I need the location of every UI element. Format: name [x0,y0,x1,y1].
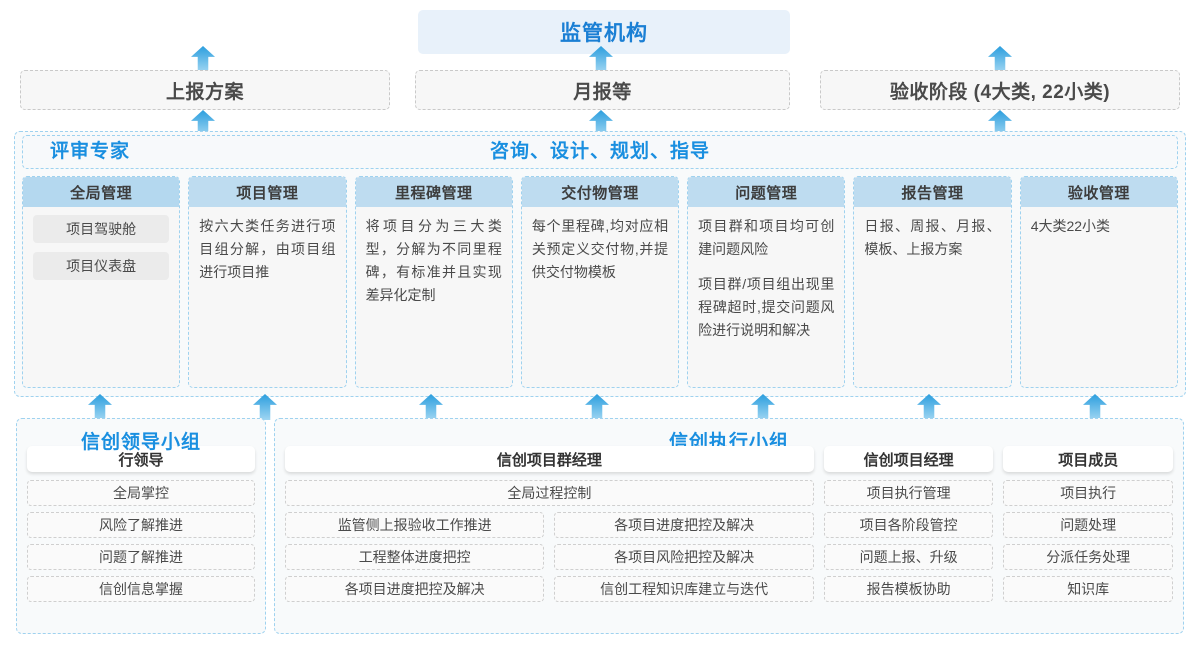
task-item[interactable]: 知识库 [1003,576,1173,602]
column-paragraph: 日报、周报、月报、模板、上报方案 [864,218,1001,257]
column-paragraph: 项目群和项目均可创建问题风险 [698,218,835,257]
column-paragraph: 按六大类任务进行项目组分解，由项目组进行项目推 [199,218,336,280]
column-header: 报告管理 [854,177,1011,207]
project-manager-column: 信创项目经理 项目执行管理 项目各阶段管控 问题上报、升级 报告模板协助 [823,446,994,608]
role-card-project-manager[interactable]: 信创项目经理 [823,446,994,472]
task-item[interactable]: 项目执行管理 [823,480,994,506]
arrow-up-to-column-6 [917,394,941,420]
task-item[interactable]: 各项目风险把控及解决 [554,544,814,570]
column-issue-management[interactable]: 问题管理 项目群和项目均可创建问题风险 项目群/项目组出现里程碑超时,提交问题风… [687,176,846,388]
column-header: 全局管理 [23,177,180,207]
arrow-up-to-column-4 [585,394,609,420]
column-header: 问题管理 [688,177,845,207]
column-body: 4大类22小类 [1021,207,1177,387]
project-members-column: 项目成员 项目执行 问题处理 分派任务处理 知识库 [1003,446,1173,608]
column-project-management[interactable]: 项目管理 按六大类任务进行项目组分解，由项目组进行项目推 [188,176,347,388]
column-header: 验收管理 [1020,177,1177,207]
column-header: 里程碑管理 [355,177,512,207]
review-experts-label: 评审专家 [50,141,131,162]
arrow-up-to-regulator-1 [191,46,215,72]
arrow-up-to-column-7 [1083,394,1107,420]
program-manager-right-tasks: 各项目进度把控及解决 各项目风险把控及解决 信创工程知识库建立与迭代 [554,512,814,608]
leading-group-title: 信创领导小组 [80,432,201,453]
role-card-project-member[interactable]: 项目成员 [1003,446,1173,472]
task-item[interactable]: 报告模板协助 [823,576,994,602]
task-item[interactable]: 全局掌控 [27,480,255,506]
report-box-monthly: 月报等 [415,70,790,110]
task-item[interactable]: 问题处理 [1003,512,1173,538]
leading-group-panel: 信创领导小组 行领导 全局掌控 风险了解推进 问题了解推进 信创信息掌握 [16,418,266,634]
task-item[interactable]: 分派任务处理 [1003,544,1173,570]
column-header: 交付物管理 [521,177,679,207]
column-paragraph: 每个里程碑,均对应相关预定义交付物,并提供交付物模板 [531,218,669,280]
task-item[interactable]: 各项目进度把控及解决 [554,512,814,538]
column-paragraph: 4大类22小类 [1030,218,1111,234]
column-report-management[interactable]: 报告管理 日报、周报、月报、模板、上报方案 [853,176,1012,388]
program-manager-left-tasks: 监管侧上报验收工作推进 工程整体进度把控 各项目进度把控及解决 [285,512,545,608]
regulator-label: 监管机构 [560,22,648,45]
program-manager-task-split: 监管侧上报验收工作推进 工程整体进度把控 各项目进度把控及解决 各项目进度把控及… [285,512,814,608]
task-item[interactable]: 问题了解推进 [27,544,255,570]
arrow-up-to-column-5 [751,394,775,420]
execution-group-panel: 信创执行小组 信创项目群经理 全局过程控制 监管侧上报验收工作推进 工程整体进度… [274,418,1184,634]
column-deliverable-management[interactable]: 交付物管理 每个里程碑,均对应相关预定义交付物,并提供交付物模板 [520,176,680,388]
task-item[interactable]: 项目执行 [1003,480,1173,506]
report-box-acceptance: 验收阶段 (4大类, 22小类) [820,70,1180,110]
column-body: 将项目分为三大类型，分解为不同里程碑，有标准并且实现差异化定制 [356,207,512,387]
column-body: 日报、周报、月报、模板、上报方案 [854,207,1010,387]
task-item-full-width[interactable]: 全局过程控制 [285,480,814,506]
task-item[interactable]: 问题上报、升级 [823,544,994,570]
program-manager-column: 信创项目群经理 全局过程控制 监管侧上报验收工作推进 工程整体进度把控 各项目进… [285,446,814,608]
column-body: 每个里程碑,均对应相关预定义交付物,并提供交付物模板 [522,207,678,387]
task-item[interactable]: 信创信息掌握 [27,576,255,602]
task-item[interactable]: 工程整体进度把控 [285,544,545,570]
column-header: 项目管理 [189,177,346,207]
report-box-plan: 上报方案 [20,70,390,110]
role-card-program-manager[interactable]: 信创项目群经理 [285,446,814,472]
consulting-services-label: 咨询、设计、规划、指导 [489,141,710,162]
leading-group-body: 行领导 全局掌控 风险了解推进 问题了解推进 信创信息掌握 [17,446,265,602]
column-global-management[interactable]: 全局管理 项目驾驶舱 项目仪表盘 [22,176,181,388]
column-milestone-management[interactable]: 里程碑管理 将项目分为三大类型，分解为不同里程碑，有标准并且实现差异化定制 [354,176,513,388]
role-card-bank-leader[interactable]: 行领导 [27,446,255,472]
task-item[interactable]: 各项目进度把控及解决 [285,576,545,602]
execution-group-title: 信创执行小组 [668,432,789,453]
report-row: 上报方案 月报等 验收阶段 (4大类, 22小类) [0,70,1200,110]
report-label-acceptance: 验收阶段 (4大类, 22小类) [889,81,1111,103]
platform-header-strip [22,135,1178,169]
regulator-box: 监管机构 [418,10,790,54]
column-body: 项目群和项目均可创建问题风险 项目群/项目组出现里程碑超时,提交问题风险进行说明… [688,207,844,387]
task-item[interactable]: 监管侧上报验收工作推进 [285,512,545,538]
report-label-plan: 上报方案 [165,81,244,103]
report-label-monthly: 月报等 [573,81,632,103]
column-paragraph: 将项目分为三大类型，分解为不同里程碑，有标准并且实现差异化定制 [365,218,502,303]
task-item[interactable]: 风险了解推进 [27,512,255,538]
column-body: 项目驾驶舱 项目仪表盘 [23,207,179,387]
task-item[interactable]: 项目各阶段管控 [823,512,994,538]
arrow-up-to-column-1 [88,394,112,420]
column-paragraph: 项目群/项目组出现里程碑超时,提交问题风险进行说明和解决 [698,276,835,338]
arrow-up-to-regulator-3 [988,46,1012,72]
management-columns: 全局管理 项目驾驶舱 项目仪表盘 项目管理 按六大类任务进行项目组分解，由项目组… [22,176,1178,388]
pill-item[interactable]: 项目驾驶舱 [33,215,170,243]
column-acceptance-management[interactable]: 验收管理 4大类22小类 [1019,176,1178,388]
arrow-up-to-column-3 [419,394,443,420]
pill-item[interactable]: 项目仪表盘 [33,252,170,280]
execution-group-body: 信创项目群经理 全局过程控制 监管侧上报验收工作推进 工程整体进度把控 各项目进… [275,446,1183,608]
task-item[interactable]: 信创工程知识库建立与迭代 [554,576,814,602]
arrow-up-to-column-2 [253,394,277,420]
column-body: 按六大类任务进行项目组分解，由项目组进行项目推 [189,207,345,387]
